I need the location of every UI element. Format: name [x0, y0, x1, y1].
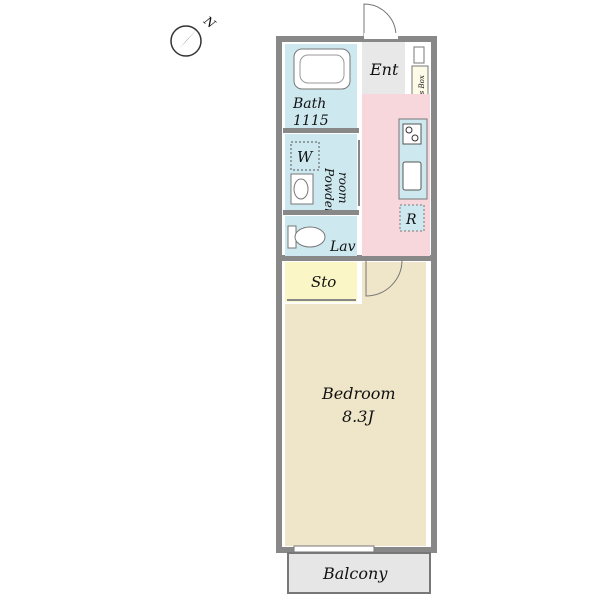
bedroom-size-label: 8.3J — [342, 407, 375, 426]
refrigerator-label: R — [405, 212, 417, 228]
toilet-bowl — [294, 226, 326, 248]
lavatory-label: Lav — [329, 239, 356, 255]
bedroom-door — [365, 259, 403, 297]
powder-room-label-2: room — [336, 172, 350, 204]
powder-room-label-1: Powder — [322, 167, 336, 215]
kitchen-sink — [402, 161, 422, 191]
compass-circle — [170, 25, 202, 57]
balcony-window — [293, 545, 375, 553]
compass: N — [170, 13, 218, 57]
washer — [290, 141, 320, 171]
stove — [402, 123, 422, 145]
bathtub — [293, 48, 351, 90]
storage-area — [285, 262, 357, 302]
bath-size-label: 1115 — [293, 113, 329, 129]
bath-label: Bath — [292, 96, 326, 112]
shoes-box-label: Shoes Box — [418, 75, 426, 112]
refrigerator — [399, 204, 425, 232]
bedroom-label: Bedroom — [321, 384, 396, 403]
stove-burner — [411, 134, 419, 142]
storage-label: Sto — [311, 273, 336, 291]
balcony-area — [287, 552, 431, 594]
entrance-door — [363, 3, 397, 37]
entrance-label: Ent — [369, 60, 399, 79]
bedroom-area — [285, 304, 426, 546]
compass-north-label: N — [200, 13, 218, 31]
balcony-label: Balcony — [322, 564, 388, 583]
washer-label: W — [297, 148, 314, 166]
entrance-area — [362, 42, 405, 94]
stove-burner — [405, 126, 413, 134]
meter-box — [413, 46, 425, 64]
